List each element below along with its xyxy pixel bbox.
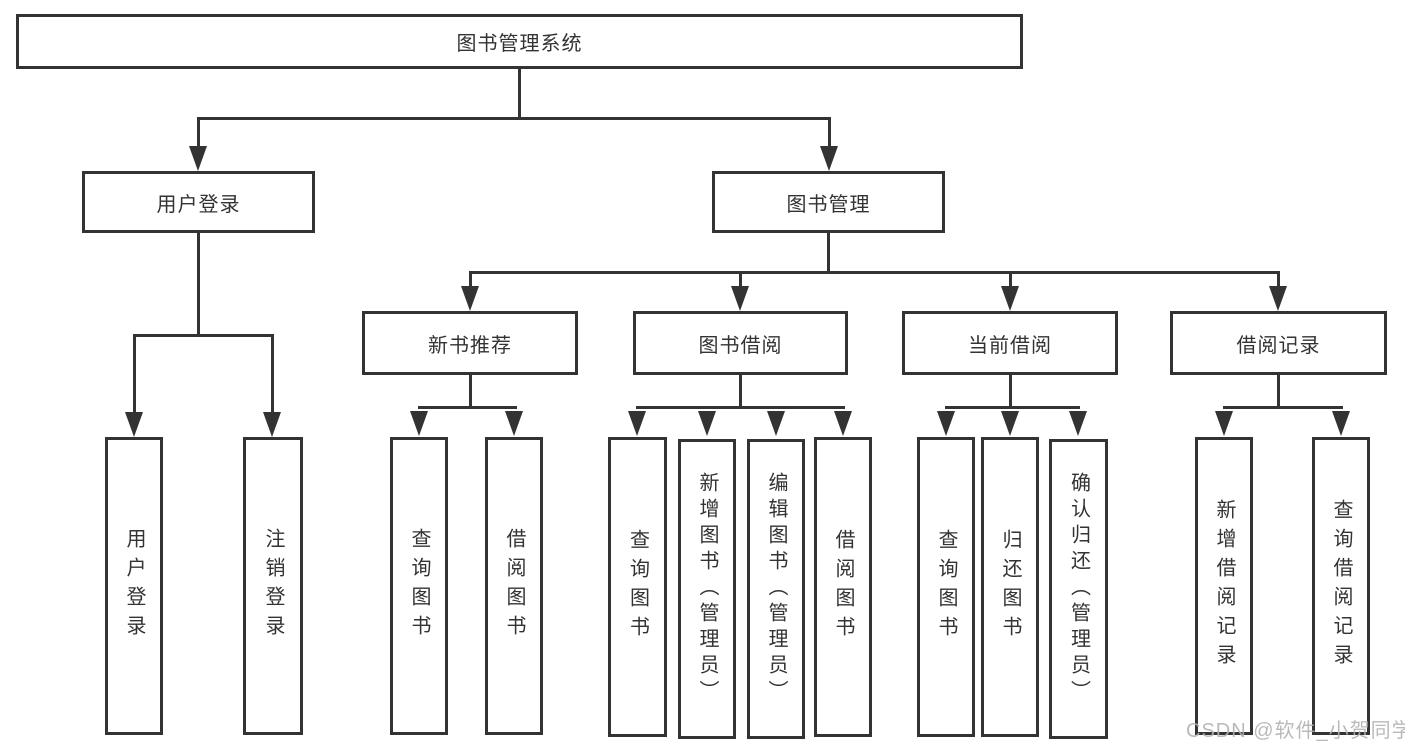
arrowhead-down-icon — [1001, 286, 1019, 311]
leaf-label: 查询图书 — [408, 528, 430, 644]
leaf-label: 用户登录 — [123, 528, 145, 644]
leaf-label: 新增借阅记录 — [1213, 499, 1235, 673]
arrowhead-down-icon — [937, 411, 955, 436]
leaf-label: 查询图书 — [626, 529, 649, 645]
leaf-borrow-books-borrowing: 借阅图书 — [814, 437, 872, 737]
node-current-borrowing: 当前借阅 — [902, 311, 1118, 375]
leaf-label: 注销登录 — [262, 528, 284, 644]
connector-line — [197, 117, 831, 120]
arrowhead-down-icon — [125, 412, 143, 437]
node-borrowing-records: 借阅记录 — [1170, 311, 1387, 375]
leaf-label: 确认归还（管理员） — [1067, 472, 1090, 706]
connector-line — [197, 117, 200, 146]
connector-line — [133, 334, 274, 337]
arrowhead-down-icon — [410, 411, 428, 436]
connector-line — [1009, 375, 1012, 409]
arrowhead-down-icon — [1269, 286, 1287, 311]
leaf-query-borrow-record: 查询借阅记录 — [1312, 437, 1370, 735]
arrowhead-down-icon — [1001, 411, 1019, 436]
connector-line — [739, 271, 742, 286]
arrowhead-down-icon — [820, 146, 838, 171]
connector-line — [133, 334, 136, 412]
leaf-borrow-books-recommend: 借阅图书 — [485, 437, 543, 735]
arrowhead-down-icon — [1215, 411, 1233, 436]
node-book-borrowing: 图书借阅 — [633, 311, 848, 375]
arrowhead-down-icon — [189, 146, 207, 171]
leaf-query-books-recommend: 查询图书 — [390, 437, 448, 735]
leaf-label: 新增图书（管理员） — [696, 472, 718, 706]
node-book-management: 图书管理 — [712, 171, 945, 233]
connector-line — [197, 233, 200, 336]
connector-line — [1277, 271, 1280, 286]
connector-line — [827, 233, 830, 273]
arrowhead-down-icon — [731, 286, 749, 311]
leaf-label: 编辑图书（管理员） — [765, 472, 787, 706]
leaf-label: 归还图书 — [999, 529, 1021, 645]
leaf-add-books-admin: 新增图书（管理员） — [678, 439, 736, 739]
arrowhead-down-icon — [767, 411, 785, 436]
connector-line — [1009, 271, 1012, 286]
arrowhead-down-icon — [461, 286, 479, 311]
leaf-query-books-borrowing: 查询图书 — [608, 437, 667, 737]
leaf-label: 查询借阅记录 — [1330, 499, 1352, 673]
node-user-login: 用户登录 — [82, 171, 315, 233]
arrowhead-down-icon — [834, 411, 852, 436]
connector-line — [518, 69, 521, 117]
connector-line — [469, 375, 472, 409]
arrowhead-down-icon — [1332, 411, 1350, 436]
connector-line — [1277, 375, 1280, 409]
csdn-watermark: CSDN @软件_小贺同学 — [1186, 720, 1405, 742]
leaf-add-borrow-record: 新增借阅记录 — [1195, 437, 1253, 735]
leaf-return-books: 归还图书 — [981, 437, 1039, 737]
connector-line — [636, 406, 845, 409]
arrowhead-down-icon — [628, 411, 646, 436]
arrowhead-down-icon — [698, 411, 716, 436]
leaf-edit-books-admin: 编辑图书（管理员） — [747, 439, 805, 739]
arrowhead-down-icon — [263, 412, 281, 437]
leaf-confirm-return-admin: 确认归还（管理员） — [1049, 439, 1108, 739]
connector-line — [418, 406, 517, 409]
node-library-management-system: 图书管理系统 — [16, 14, 1023, 69]
arrowhead-down-icon — [505, 411, 523, 436]
leaf-user-login: 用户登录 — [105, 437, 163, 735]
connector-line — [1223, 406, 1343, 409]
connector-line — [271, 334, 274, 412]
connector-line — [828, 117, 831, 146]
connector-line — [739, 375, 742, 409]
connector-line — [945, 406, 1080, 409]
leaf-label: 查询图书 — [935, 529, 957, 645]
connector-line — [469, 271, 472, 286]
connector-line — [469, 271, 1280, 274]
node-new-book-recommendation: 新书推荐 — [362, 311, 578, 375]
leaf-logout-login: 注销登录 — [243, 437, 303, 735]
leaf-label: 借阅图书 — [503, 528, 525, 644]
leaf-query-books-current: 查询图书 — [917, 437, 975, 737]
leaf-label: 借阅图书 — [832, 529, 854, 645]
arrowhead-down-icon — [1069, 411, 1087, 436]
